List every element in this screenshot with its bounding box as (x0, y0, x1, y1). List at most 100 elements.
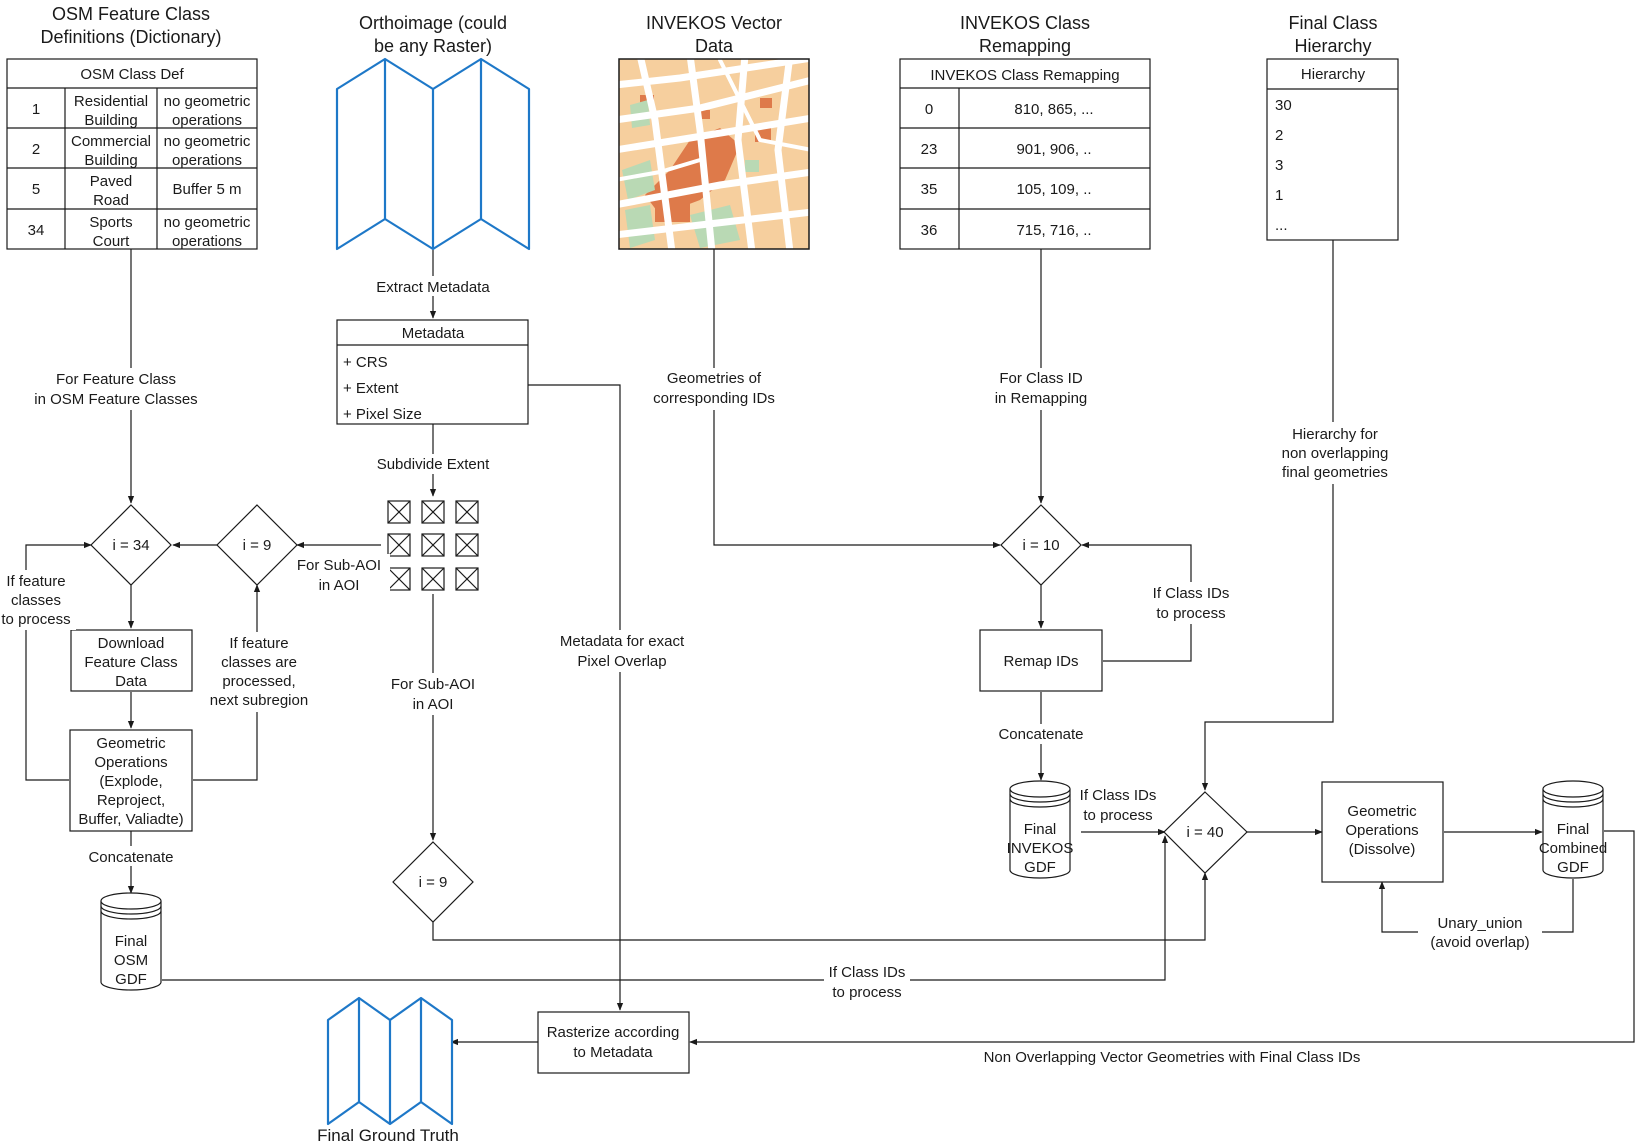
osm-row-id: 1 (32, 101, 40, 118)
box-label: (Explode, (99, 773, 162, 790)
database-label: INVEKOS (1007, 840, 1074, 857)
box-label: to Metadata (573, 1044, 653, 1061)
remap-row-id: 0 (925, 101, 933, 118)
features-processed-label: If feature (229, 635, 288, 652)
box-label: Download (98, 635, 165, 652)
table-row: 23 901, 906, .. (921, 141, 1092, 158)
box-label: Geometric (1347, 803, 1417, 820)
osm-title: OSM Feature Class (52, 4, 210, 24)
osm-title-2: Definitions (Dictionary) (40, 27, 221, 47)
for-class-id-label: in Remapping (995, 390, 1088, 407)
hierarchy-note-label: Hierarchy for (1292, 426, 1378, 443)
osm-row-op: no geometric (164, 214, 251, 231)
osm-row-op: operations (172, 233, 242, 250)
osm-row-name: Building (84, 152, 137, 169)
concatenate-label: Concatenate (998, 726, 1083, 743)
if-feature-classes-label: classes (11, 592, 61, 609)
osm-row-name: Paved (90, 173, 133, 190)
osm-row-name: Residential (74, 93, 148, 110)
osm-row-name: Court (93, 233, 131, 250)
osm-row-id: 34 (28, 222, 45, 239)
decision-label: i = 40 (1186, 824, 1223, 841)
geometries-ids-label: Geometries of (667, 370, 762, 387)
invekos-vector-title: INVEKOS Vector (646, 13, 782, 33)
table-row: 34 Sports Court no geometric operations (28, 214, 251, 250)
hierarchy-list: Hierarchy 30 2 3 1 ... (1266, 58, 1399, 241)
osm-row-op: no geometric (164, 93, 251, 110)
column-titles: OSM Feature Class Definitions (Dictionar… (40, 4, 1377, 56)
box-label: Operations (1345, 822, 1418, 839)
rasterize-box: Rasterize according to Metadata (537, 1011, 690, 1074)
metadata-header: Metadata (402, 325, 465, 342)
for-sub-aoi-label-b: For Sub-AOI (391, 676, 475, 693)
osm-row-name: Building (84, 112, 137, 129)
decision-subaoi-loop-b: i = 9 (392, 841, 474, 923)
for-feature-class-label: in OSM Feature Classes (34, 391, 197, 408)
remap-row-values: 715, 716, .. (1016, 222, 1091, 239)
hierarchy-title-2: Hierarchy (1294, 36, 1371, 56)
database-label: Final (1024, 821, 1057, 838)
metadata-field: + CRS (343, 354, 388, 371)
unary-union-label: Unary_union (1437, 915, 1522, 932)
features-processed-label: next subregion (210, 692, 308, 709)
osm-class-table: OSM Class Def 1 Residential Building no … (6, 58, 258, 250)
list-item: 3 (1275, 157, 1283, 174)
ortho-title: Orthoimage (could (359, 13, 507, 33)
hierarchy-header: Hierarchy (1301, 66, 1366, 83)
if-feature-classes-label: If feature (6, 573, 65, 590)
remap-title-2: Remapping (979, 36, 1071, 56)
table-row: 36 715, 716, .. (921, 222, 1092, 239)
invekos-vector-map (618, 58, 810, 250)
box-label: Data (115, 673, 147, 690)
invekos-vector-title-2: Data (695, 36, 734, 56)
final-combined-gdf-database: Final Combined GDF (1539, 780, 1607, 879)
concatenate-label: Concatenate (88, 849, 173, 866)
box-label: Operations (94, 754, 167, 771)
list-item: 2 (1275, 127, 1283, 144)
box-label: Buffer, Valiadte) (78, 811, 183, 828)
decision-label: i = 10 (1022, 537, 1059, 554)
features-processed-label: processed, (222, 673, 295, 690)
box-label: Remap IDs (1003, 653, 1078, 670)
table-row: 1 Residential Building no geometric oper… (32, 93, 251, 129)
final-ground-truth-raster-icon (326, 996, 454, 1126)
decision-label: i = 9 (419, 874, 448, 891)
dissolve-box: Geometric Operations (Dissolve) (1321, 781, 1444, 883)
non-overlapping-label: Non Overlapping Vector Geometries with F… (984, 1049, 1361, 1066)
table-row: 0 810, 865, ... (925, 101, 1094, 118)
decision-merge-loop: i = 40 (1163, 791, 1248, 874)
for-sub-aoi-label: For Sub-AOI (297, 557, 381, 574)
list-item: 30 (1275, 97, 1292, 114)
box-label: Reproject, (97, 792, 165, 809)
database-label: GDF (1024, 859, 1056, 876)
unary-union-label: (avoid overlap) (1430, 934, 1529, 951)
osm-table-header: OSM Class Def (80, 66, 184, 83)
geometric-operations-box: Geometric Operations (Explode, Reproject… (69, 729, 193, 832)
osm-row-id: 5 (32, 181, 40, 198)
list-item: ... (1275, 217, 1288, 234)
table-row: 5 Paved Road Buffer 5 m (32, 173, 242, 209)
database-label: GDF (1557, 859, 1589, 876)
decision-remap-loop: i = 10 (1000, 504, 1082, 586)
osm-row-name: Commercial (71, 133, 151, 150)
metadata-field: + Extent (343, 380, 399, 397)
features-processed-label: classes are (221, 654, 297, 671)
table-row: 2 Commercial Building no geometric opera… (32, 133, 251, 169)
list-item: 1 (1275, 187, 1283, 204)
if-class-ids-label: to process (1156, 605, 1225, 622)
database-label: OSM (114, 952, 148, 969)
database-label: Combined (1539, 840, 1607, 857)
hierarchy-title: Final Class (1288, 13, 1377, 33)
box-label: (Dissolve) (1349, 841, 1416, 858)
osm-row-op: no geometric (164, 133, 251, 150)
decision-subaoi-loop: i = 9 (216, 504, 298, 586)
remap-row-values: 105, 109, .. (1016, 181, 1091, 198)
final-invekos-gdf-database: Final INVEKOS GDF (1007, 780, 1074, 879)
subdivide-extent-label: Subdivide Extent (377, 456, 490, 473)
if-class-ids-label: If Class IDs (1080, 787, 1157, 804)
osm-row-name: Road (93, 192, 129, 209)
remap-row-values: 810, 865, ... (1014, 101, 1093, 118)
osm-row-op: operations (172, 112, 242, 129)
hierarchy-note-label: non overlapping (1282, 445, 1389, 462)
box-label: Rasterize according (547, 1024, 680, 1041)
